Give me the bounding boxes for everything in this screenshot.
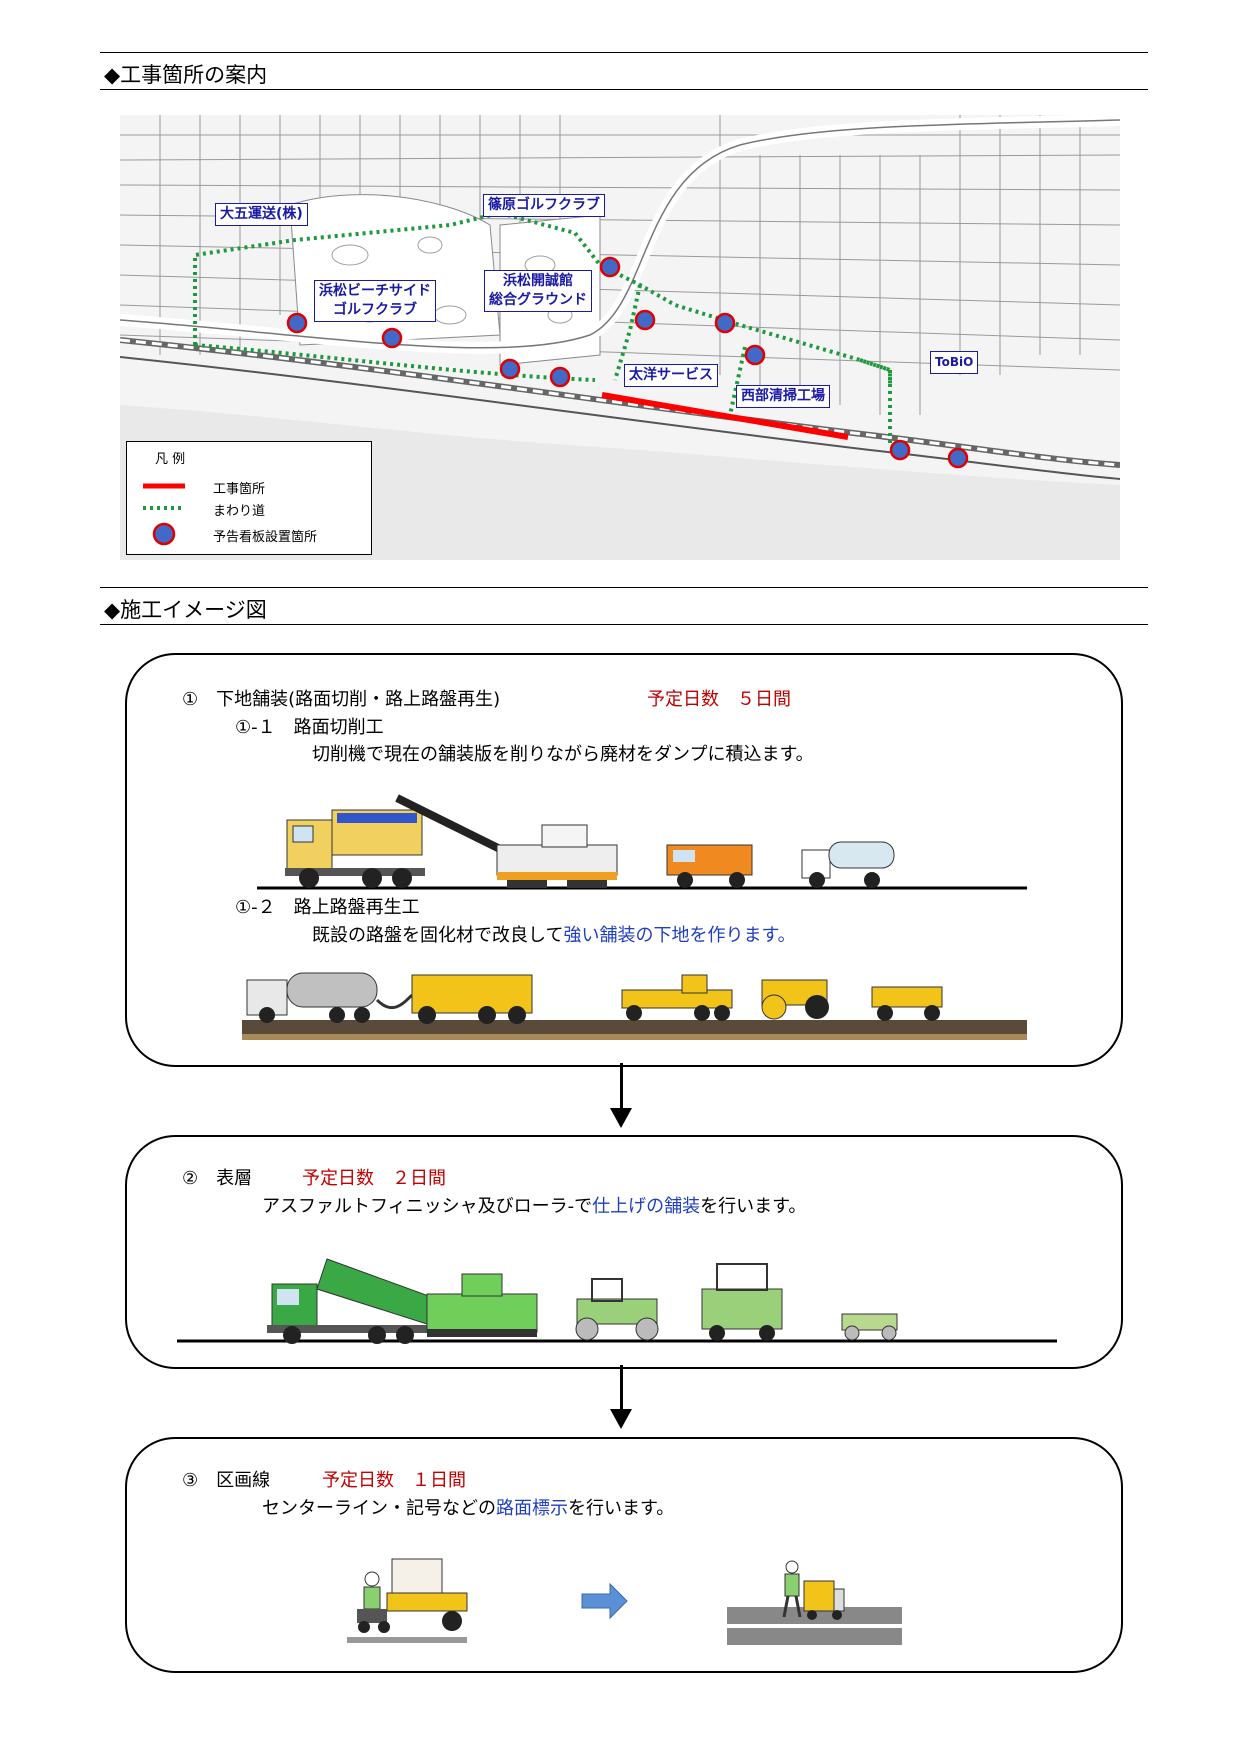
step3-box: ③ 区画線 予定日数 １日間 センターライン・記号などの路面標示を行います。	[125, 1437, 1123, 1673]
step3-desc-b: 路面標示	[496, 1498, 568, 1519]
legend-signboard-label: 予告看板設置箇所	[213, 530, 318, 545]
step1-heading: ① 下地舗装(路面切削・路上路盤再生)	[182, 689, 501, 710]
slurry-tanker-icon	[246, 972, 378, 1023]
step2-heading: ② 表層	[182, 1168, 253, 1189]
map-label-daigo: 大五運送(株)	[215, 203, 308, 226]
step2-desc-c: を行います。	[700, 1196, 807, 1217]
step1-sub2-desc-b: 強い舗装の下地を作ります。	[563, 925, 796, 946]
next-step-arrow-icon	[581, 1582, 628, 1620]
map-label-shinohara: 篠原ゴルフクラブ	[483, 194, 605, 217]
milling-machines-illustration	[257, 794, 1027, 890]
step2-box: ② 表層 予定日数 ２日間 アスファルトフィニッシャ及びローラ-で仕上げの舗装を…	[125, 1135, 1123, 1369]
legend-signboard-circle	[152, 522, 176, 546]
tire-roller-icon	[871, 986, 943, 1021]
paving-machines-illustration	[177, 1258, 1057, 1344]
step3-days: 予定日数 １日間	[322, 1470, 466, 1491]
line-marking-illustration	[347, 1558, 902, 1645]
map-label-kaiseikan: 浜松開誠館 総合グラウンド	[484, 270, 592, 312]
map-label-line: 浜松開誠館	[503, 273, 573, 289]
tipping-dump-truck-icon	[267, 1258, 438, 1344]
map-label-tobio: ToBiO	[930, 351, 979, 374]
step2-desc: アスファルトフィニッシャ及びローラ-で仕上げの舗装を行います。	[262, 1192, 806, 1218]
map-label-line: ゴルフクラブ	[333, 302, 417, 318]
legend-construction-label: 工事箇所	[213, 482, 266, 497]
motor-grader-icon	[621, 974, 733, 1021]
step1-sub2-desc: 既設の路盤を固化材で改良して強い舗装の下地を作ります。	[312, 921, 796, 947]
step1-sub2-title: ①-２ 路上路盤再生工	[235, 897, 420, 918]
flow-arrow-shaft	[620, 1365, 623, 1412]
step1-box: ① 下地舗装(路面切削・路上路盤再生) 予定日数 ５日間 ①-１ 路面切削工 切…	[125, 653, 1123, 1067]
step2-desc-a: アスファルトフィニッシャ及びローラ-で	[262, 1196, 593, 1217]
section-title: ◆施工イメージ図	[104, 598, 267, 622]
flow-arrow-head	[610, 1409, 632, 1429]
macadam-roller-icon	[761, 979, 829, 1020]
asphalt-finisher-icon	[426, 1273, 538, 1337]
flow-arrow-shaft	[620, 1063, 623, 1111]
tandem-roller-icon	[575, 1278, 659, 1341]
map-label-line: 浜松ビーチサイド	[319, 283, 431, 299]
map-label-beachside: 浜松ビーチサイド ゴルフクラブ	[314, 280, 436, 322]
step1-sub1-title: ①-１ 路面切削工	[235, 717, 384, 738]
line-marking-cart-icon	[347, 1558, 468, 1643]
legend-symbols	[143, 483, 185, 546]
step3-heading: ③ 区画線	[182, 1470, 271, 1491]
step2-desc-b: 仕上げの舗装	[592, 1196, 701, 1217]
small-roller-icon	[841, 1313, 898, 1341]
map-legend: 凡 例 工事箇所 まわり道 予告看板設置箇所	[126, 441, 372, 555]
step3-desc: センターライン・記号などの路面標示を行います。	[262, 1494, 674, 1520]
section-header-location: ◆工事箇所の案内	[100, 52, 1148, 90]
step2-days: 予定日数 ２日間	[302, 1168, 446, 1189]
step3-desc-a: センターライン・記号などの	[262, 1498, 496, 1519]
step1-sub1-desc: 切削機で現在の舗装版を削りながら廃材をダンプに積込ます。	[312, 744, 814, 765]
step3-desc-c: を行います。	[568, 1498, 675, 1519]
legend-detour-label: まわり道	[213, 504, 266, 519]
map-label-seibu: 西部清掃工場	[736, 385, 830, 408]
road-sweeper-icon	[666, 844, 753, 888]
flow-arrow-head	[610, 1108, 632, 1128]
water-tanker-icon	[801, 841, 895, 888]
step1-sub2-desc-a: 既設の路盤を固化材で改良して	[312, 925, 564, 946]
map-label-line: 総合グラウンド	[489, 292, 587, 308]
section-title: ◆工事箇所の案内	[104, 63, 268, 87]
stabilizer-machines-illustration	[242, 972, 1027, 1040]
road-milling-machine-icon	[395, 794, 618, 888]
legend-title: 凡 例	[155, 452, 186, 467]
section-header-image: ◆施工イメージ図	[100, 587, 1148, 625]
dump-truck-icon	[285, 809, 425, 888]
pneumatic-roller-icon	[701, 1263, 783, 1341]
road-marking-result-icon	[727, 1560, 902, 1645]
map-label-taiyo: 太洋サービス	[624, 364, 718, 387]
step1-days: 予定日数 ５日間	[647, 689, 791, 710]
stabilizer-icon	[375, 974, 533, 1024]
